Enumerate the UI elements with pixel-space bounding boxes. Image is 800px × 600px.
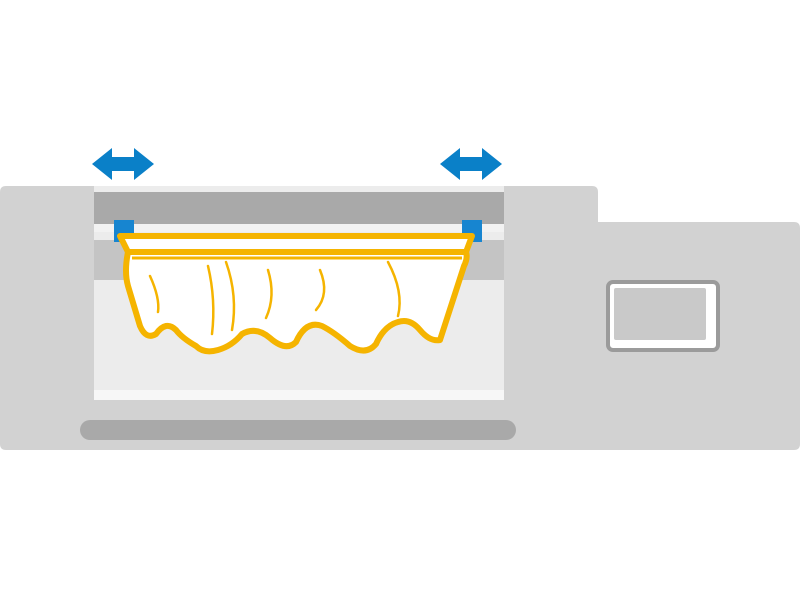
tray-lip <box>80 420 516 440</box>
upper-rail <box>94 192 504 224</box>
inspection-window-glass <box>614 288 706 340</box>
chamber-bottom-band <box>94 390 504 400</box>
chamber-bevel <box>84 400 514 420</box>
double-arrow-icon <box>92 148 154 180</box>
pleat-line <box>264 268 273 320</box>
rail-gap <box>94 224 504 232</box>
double-arrow-icon <box>440 148 502 180</box>
pleat-line <box>224 260 236 332</box>
filter-element <box>117 233 475 355</box>
pleat-line <box>206 264 215 336</box>
pleat-line <box>148 274 160 314</box>
pleat-line <box>314 268 326 312</box>
pleat-line <box>386 260 401 318</box>
